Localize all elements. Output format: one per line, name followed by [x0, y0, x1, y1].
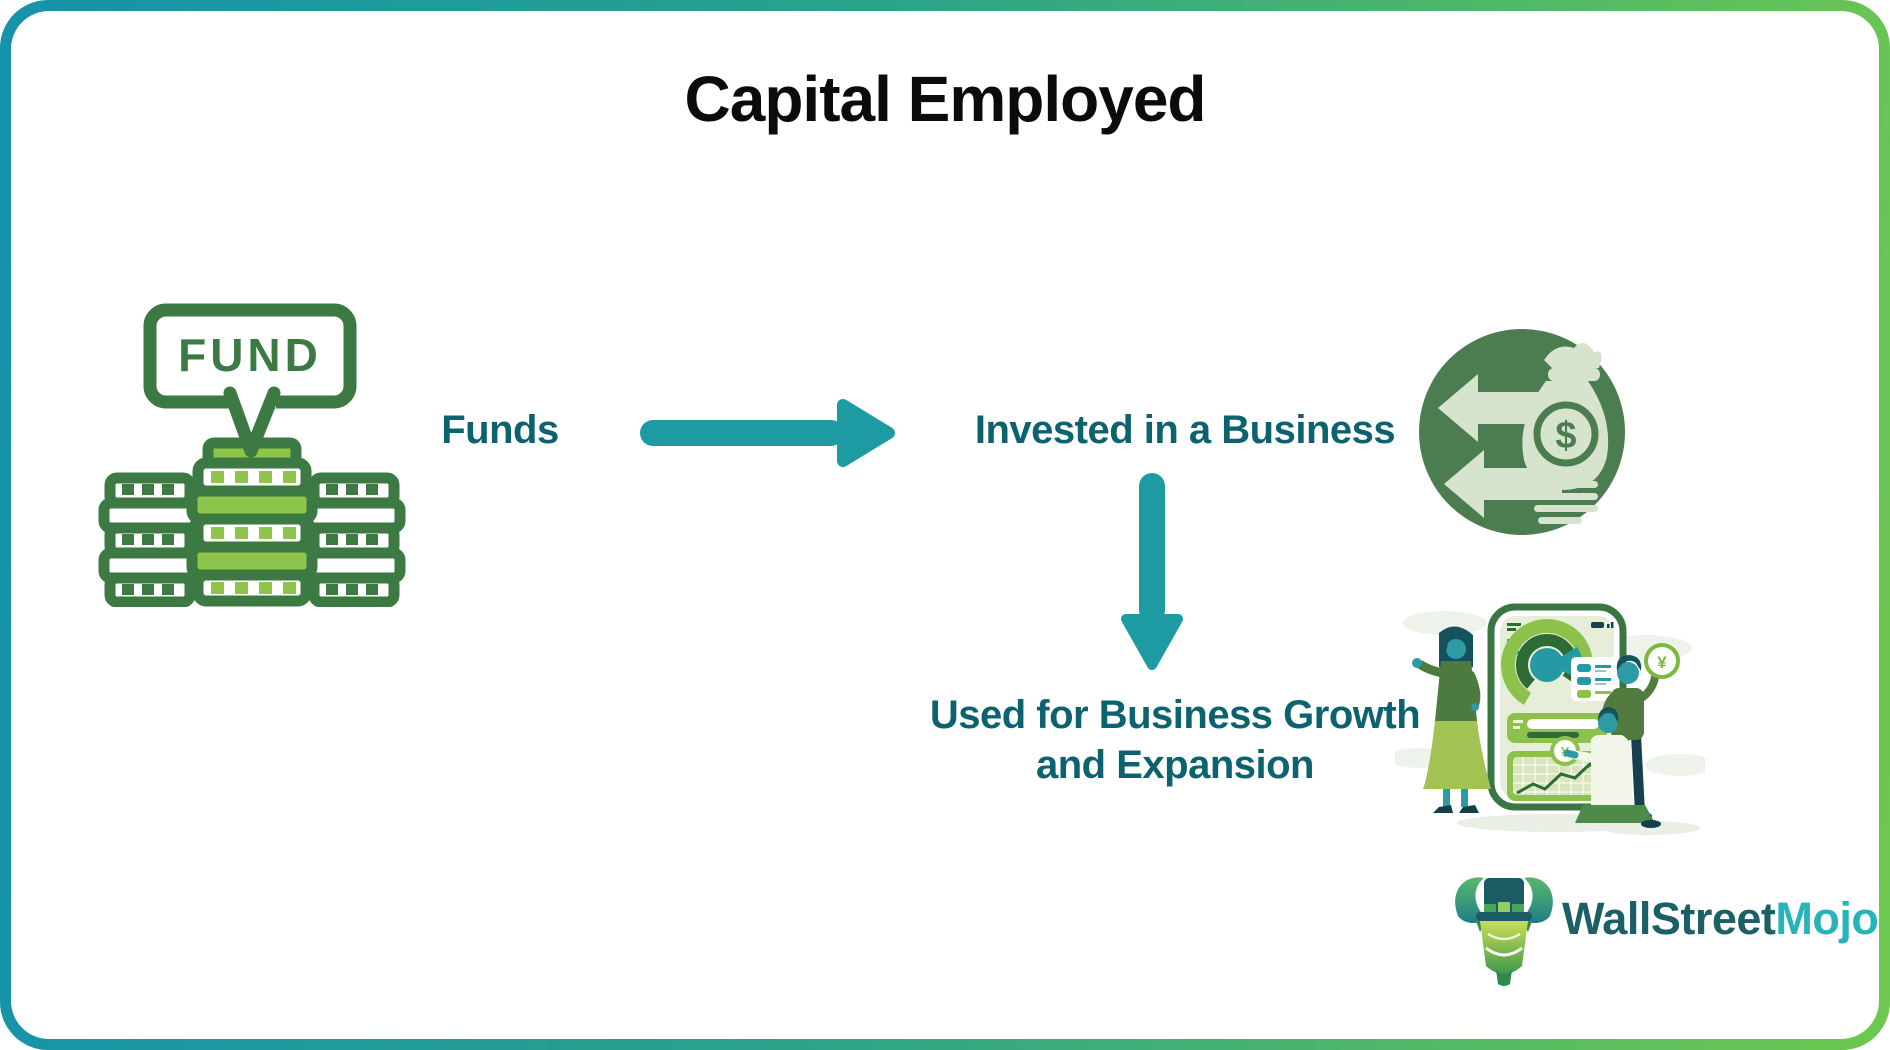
- right-coin-stack: [302, 472, 406, 607]
- fund-bubble-label: FUND: [178, 329, 322, 381]
- coin-stacks-icon: FUND: [98, 303, 406, 607]
- summary-panel: [1507, 713, 1607, 743]
- growth-label-line2: and Expansion: [1036, 743, 1315, 787]
- logo-text-mojo: Mojo: [1775, 893, 1879, 944]
- growth-label-line1: Used for Business Growth: [929, 693, 1421, 737]
- invested-label: Invested in a Business: [974, 408, 1396, 452]
- svg-text:¥: ¥: [1657, 653, 1667, 672]
- money-bag-icon: $: [1522, 342, 1609, 490]
- center-coin-stack: [186, 437, 318, 607]
- finance-app-people-illustration: ¥: [1395, 603, 1705, 835]
- kneeling-person-figure: [1563, 707, 1661, 828]
- logo-text-wallstreet: WallStreet: [1562, 893, 1776, 944]
- dollar-glyph: $: [1555, 415, 1576, 457]
- left-arrows: [1438, 374, 1562, 518]
- left-coin-stack: [98, 472, 202, 607]
- page-title: Capital Employed: [684, 63, 1207, 135]
- bull-logo-icon: [1455, 877, 1553, 986]
- ground-shadow-2: [1600, 821, 1700, 835]
- yen-coin-in-hand: ¥: [1644, 643, 1680, 679]
- line-chart-panel: [1507, 751, 1607, 801]
- money-exchange-circle-icon: $: [1419, 329, 1625, 535]
- growth-label: Used for Business Growth and Expansion: [880, 690, 1470, 790]
- legend-card: [1571, 657, 1617, 701]
- woman-figure: [1412, 626, 1491, 813]
- logo-wordmark: WallStreetMojo: [1562, 893, 1879, 945]
- right-arrow-icon: [640, 399, 895, 467]
- statement-lines: [1534, 481, 1598, 524]
- down-arrow-icon: [1121, 473, 1183, 670]
- funds-label: Funds: [441, 408, 559, 452]
- fund-speech-bubble-icon: FUND: [143, 303, 357, 458]
